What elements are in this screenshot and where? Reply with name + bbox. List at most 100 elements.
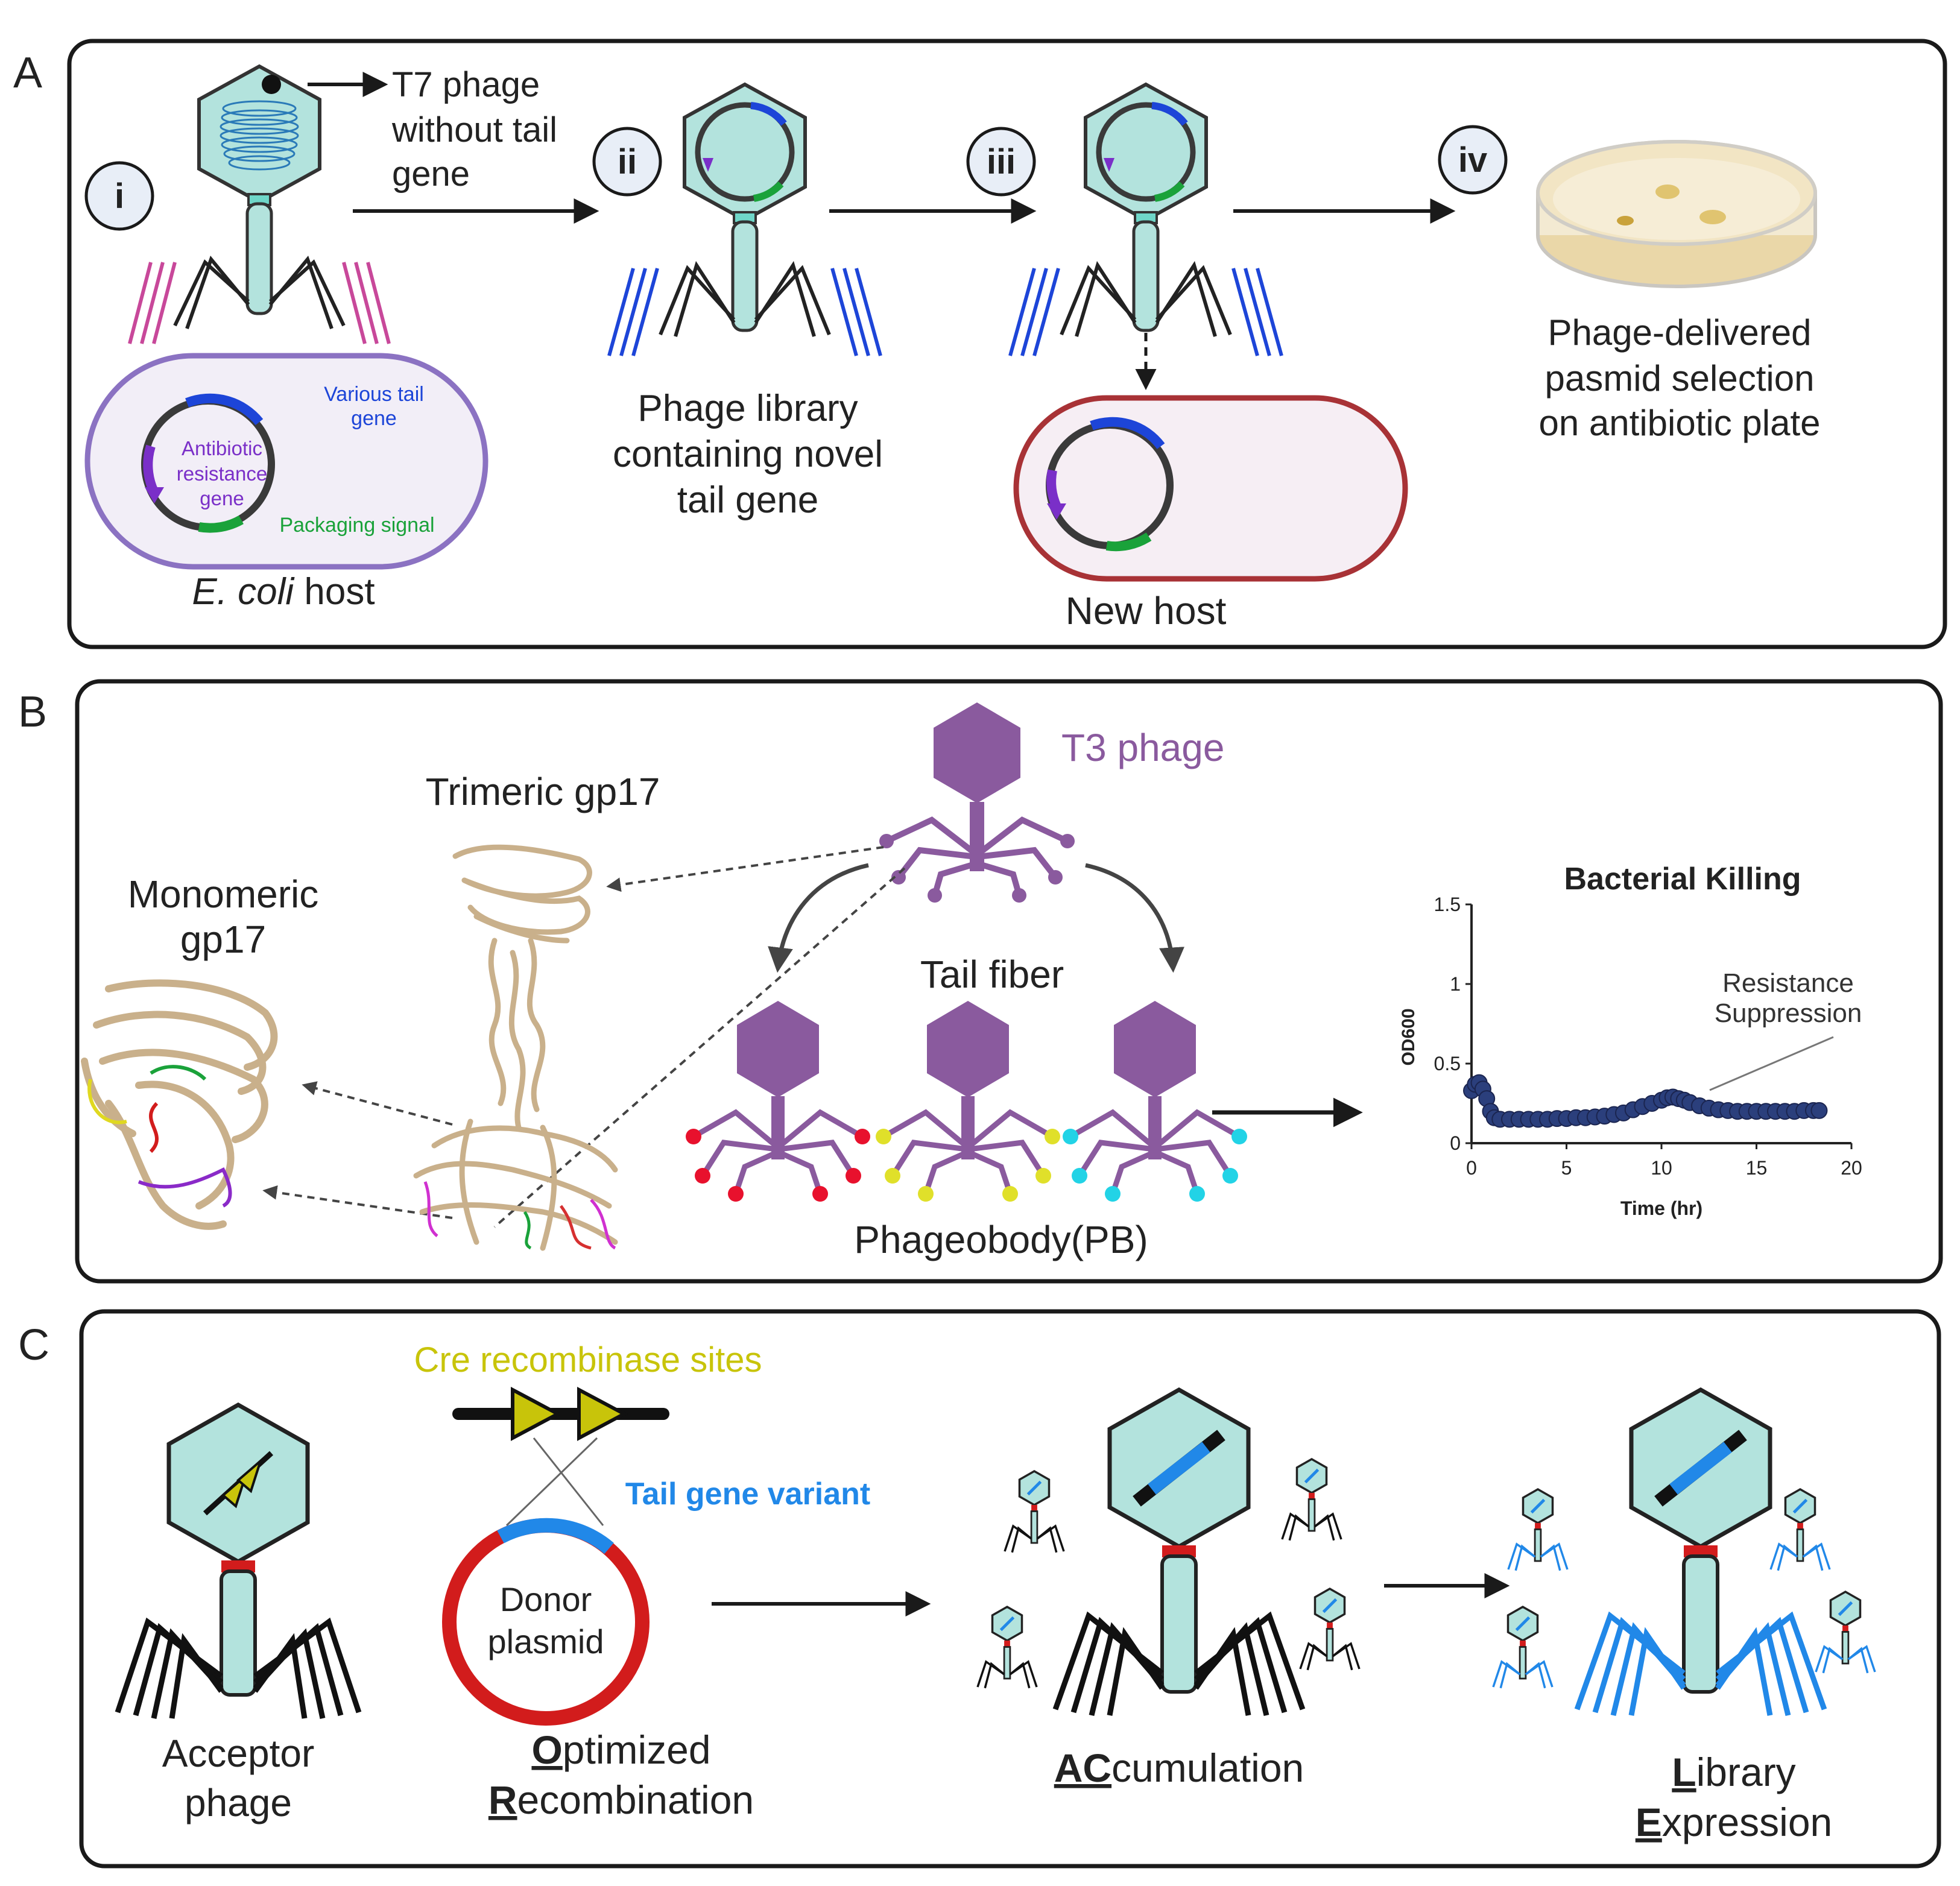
ecoli-host-rest: host <box>294 571 375 613</box>
tail-variant-label: Tail gene variant <box>625 1477 871 1512</box>
trimer-loop-highlights <box>423 1181 616 1250</box>
library-expr-label-2: Expression <box>1636 1800 1833 1844</box>
chart-data-points <box>1463 1074 1828 1128</box>
packaging-signal-segment <box>198 515 244 533</box>
expression-phage <box>1574 1387 1827 1717</box>
monomeric-gp17-structure <box>81 979 278 1230</box>
data-point <box>1810 1102 1828 1119</box>
phageobody-yellow <box>876 1001 1060 1202</box>
bacterial-killing-chart: Bacterial Killing 0 0.5 1 1.5 0 5 10 15 20 OD60… <box>1399 862 1862 1219</box>
selection-label-2: pasmid selection <box>1545 358 1815 399</box>
curved-arrow-right <box>1085 863 1184 973</box>
antibiotic-label-2: resistance <box>177 462 267 485</box>
ecoli-host-label: E. coli host <box>192 571 375 613</box>
annotation-leader-line <box>1709 1036 1834 1091</box>
tail-fiber-label: Tail fiber <box>920 953 1064 996</box>
y-tick-label: 1 <box>1450 973 1461 995</box>
chart-title: Bacterial Killing <box>1564 862 1801 897</box>
trimeric-gp17-structure <box>413 844 618 1251</box>
panel-c: C Acceptor phage Cre recombinase sites <box>18 1309 1941 1869</box>
accumulation-bold: AC <box>1054 1746 1111 1790</box>
optimized-rest: ptimized <box>563 1727 711 1772</box>
expression-rest: xpression <box>1662 1800 1832 1844</box>
step-circle-i: i <box>84 161 154 231</box>
donor-plasmid <box>442 1518 650 1726</box>
phageobody-label: Phageobody(PB) <box>854 1218 1148 1261</box>
infecting-phage <box>1008 82 1283 390</box>
chart-x-label: Time (hr) <box>1620 1197 1702 1219</box>
accumulation-rest: cumulation <box>1111 1746 1304 1790</box>
panel-b-letter: B <box>18 688 47 736</box>
t7-phage <box>128 64 391 344</box>
chart-y-ticks: 0 0.5 1 1.5 <box>1434 894 1472 1154</box>
small-phage-lib-4 <box>1815 1590 1876 1674</box>
library-phage <box>607 82 882 356</box>
various-tail-label-2: gene <box>351 407 397 430</box>
cre-sites-cassette <box>452 1387 669 1527</box>
step-label-iv: iv <box>1458 140 1487 180</box>
optimized-label: Optimized <box>531 1727 710 1772</box>
y-tick-label: 0.5 <box>1434 1053 1461 1074</box>
selection-label-3: on antibiotic plate <box>1539 403 1821 443</box>
panel-a-frame <box>67 39 1947 649</box>
donor-label-1: Donor <box>500 1580 592 1618</box>
step-circle-iv: iv <box>1438 125 1508 195</box>
ecoli-italic: E. coli <box>192 571 295 613</box>
small-phage-acc-1 <box>1004 1469 1065 1553</box>
small-phage-lib-3 <box>1492 1605 1554 1689</box>
recombination-rest: ecombination <box>517 1777 754 1822</box>
panel-c-frame <box>79 1309 1941 1869</box>
step-label-ii: ii <box>618 142 637 181</box>
x-tick-label: 5 <box>1561 1157 1572 1179</box>
t7-label-line2: without tail <box>391 110 557 150</box>
donor-label-2: plasmid <box>488 1623 604 1660</box>
antibiotic-plate-icon <box>1536 140 1817 288</box>
library-rest: ibrary <box>1696 1750 1796 1794</box>
dashed-arrow-to-trimer <box>606 846 884 892</box>
annotation-line-1: Resistance <box>1722 968 1854 998</box>
acceptor-label-2: phage <box>185 1781 292 1824</box>
library-label-3: tail gene <box>677 479 818 521</box>
various-tail-label-1: Various tail <box>324 383 424 406</box>
y-tick-label: 1.5 <box>1434 894 1461 915</box>
t7-label-line1: T7 phage <box>392 65 540 104</box>
library-expr-label-1: Library <box>1672 1750 1795 1794</box>
t3-phage-label: T3 phage <box>1061 726 1224 769</box>
trimeric-label: Trimeric gp17 <box>426 770 660 813</box>
resistance-gene-arrow <box>145 487 164 503</box>
accumulation-label: ACcumulation <box>1054 1746 1304 1790</box>
acceptor-phage <box>115 1402 362 1719</box>
curved-arrow-left <box>768 863 869 973</box>
fiber-tips-cyan <box>1063 1129 1247 1202</box>
antibiotic-label-3: gene <box>200 487 244 509</box>
monomer-loop-highlights <box>87 1065 232 1208</box>
new-host-label: New host <box>1066 589 1227 632</box>
step-circle-iii: iii <box>966 127 1036 197</box>
x-tick-label: 15 <box>1746 1157 1768 1179</box>
accumulation-phage <box>1052 1387 1306 1717</box>
panel-b: B T3 phage Tail fiber T <box>18 679 1943 1284</box>
x-tick-label: 20 <box>1841 1157 1862 1179</box>
packaging-signal-label: Packaging signal <box>279 514 434 537</box>
small-phage-lib-2 <box>1769 1487 1831 1571</box>
x-tick-label: 10 <box>1651 1157 1672 1179</box>
new-host-cell <box>1013 395 1408 582</box>
annotation-line-2: Suppression <box>1715 998 1862 1028</box>
phageobody-red <box>686 1001 870 1202</box>
small-phage-lib-1 <box>1507 1487 1569 1571</box>
chart-y-label: OD600 <box>1399 1008 1418 1065</box>
monomeric-label-2: gp17 <box>180 918 266 961</box>
step-label-i: i <box>115 177 124 216</box>
small-phage-acc-3 <box>976 1605 1038 1689</box>
library-bold: L <box>1672 1750 1696 1794</box>
panel-c-letter: C <box>18 1321 49 1369</box>
y-tick-label: 0 <box>1450 1132 1461 1154</box>
fiber-tips-red <box>686 1129 870 1202</box>
library-label-1: Phage library <box>637 388 858 429</box>
ecoli-host-cell <box>84 353 488 570</box>
small-phage-acc-4 <box>1299 1587 1361 1671</box>
tail-gene-segment <box>185 393 264 426</box>
panel-b-frame <box>75 679 1943 1284</box>
